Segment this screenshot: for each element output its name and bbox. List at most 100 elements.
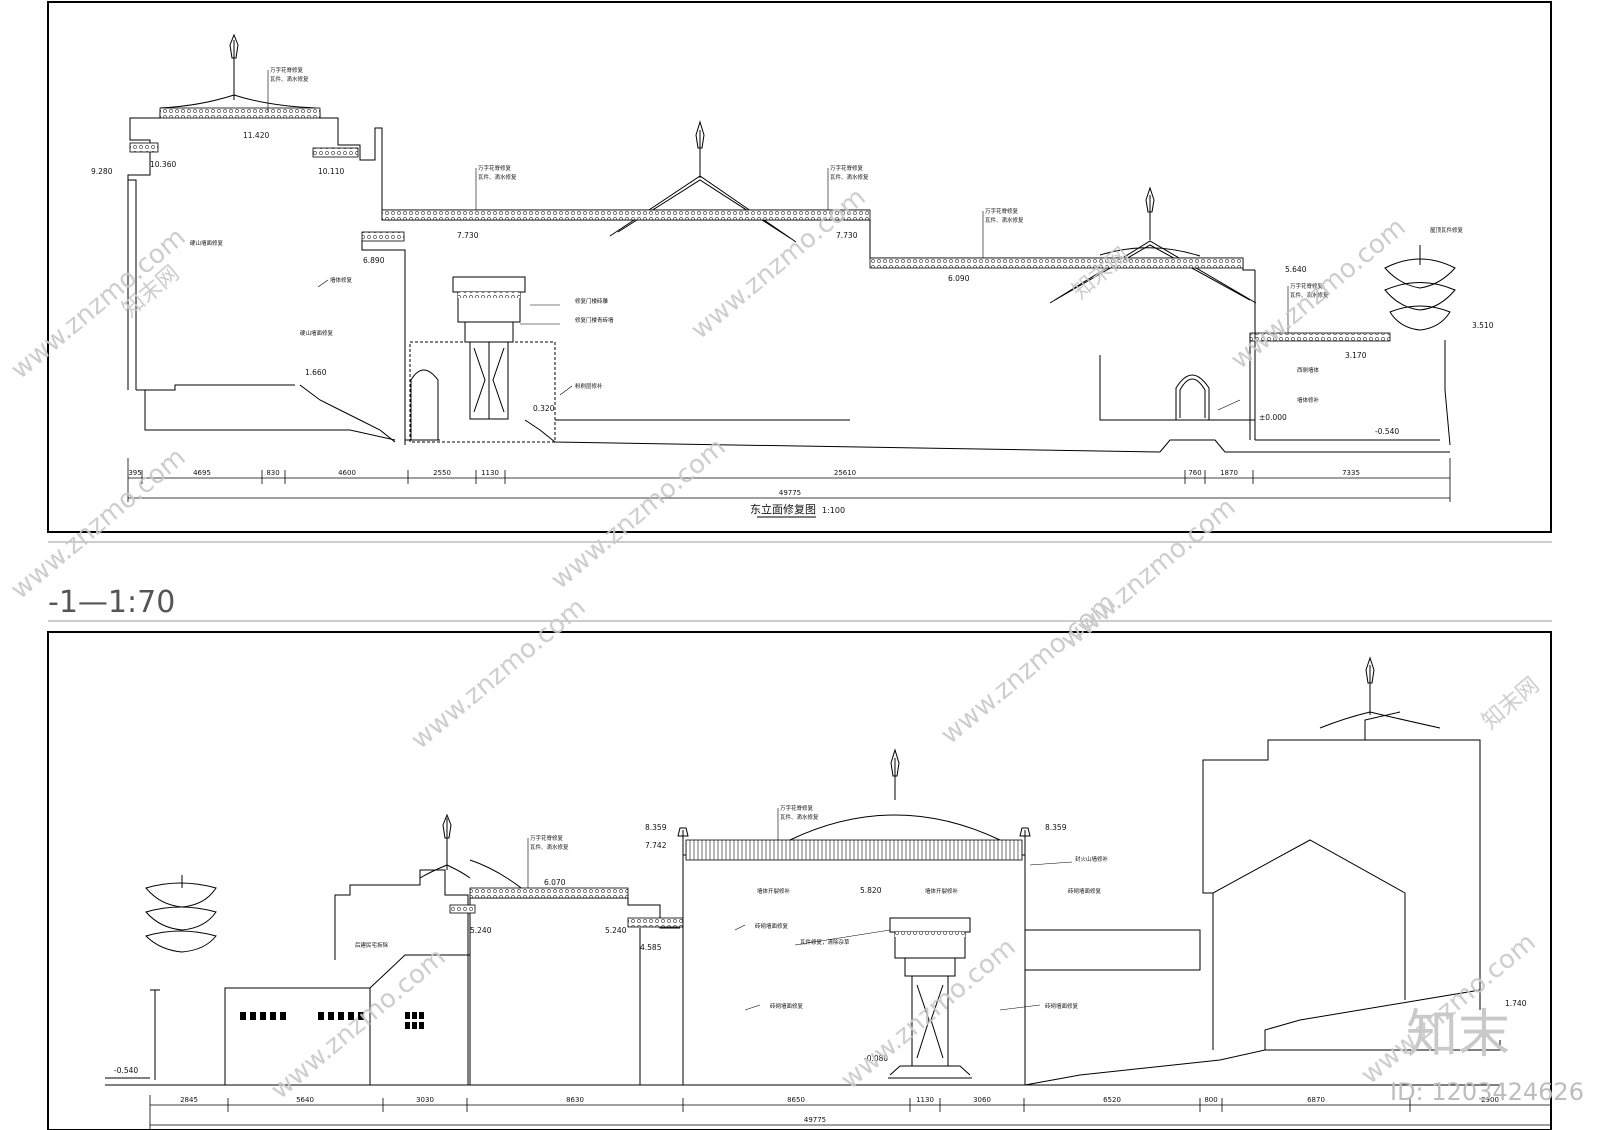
- bot-dim-10: 2900: [1481, 1096, 1499, 1104]
- bot-note-11: 瓦件修复，清除杂草: [800, 938, 850, 946]
- bot-elev-9: -0.080: [864, 1054, 888, 1063]
- bot-note-1a: 万字花脊修复: [530, 834, 564, 842]
- top-dim-5: 1130: [481, 469, 499, 477]
- bottom-mid-tiles: [469, 887, 629, 899]
- bottom-left-buildings: [224, 813, 471, 1085]
- top-dim-2: 830: [266, 469, 279, 477]
- watermark-1: www.znzmo.com: [5, 222, 191, 385]
- bot-note-4: 墙体开裂修补: [925, 887, 959, 895]
- top-ground: [136, 384, 1450, 453]
- top-elevation: 395 4695 830 4600 2550 1130 25610 760 18…: [47, 1, 1552, 533]
- bot-note-7: 砖砌墙面修复: [1068, 887, 1102, 895]
- top-note-9: 硬山墙面修复: [300, 329, 334, 337]
- top-dim-4: 2550: [433, 469, 451, 477]
- top-note-1: 万字花脊修复: [270, 66, 304, 74]
- top-scale: 1:100: [822, 506, 845, 515]
- bot-elev-10: -0.540: [114, 1066, 138, 1075]
- bottom-windows: [240, 1012, 424, 1029]
- top-frame: [47, 1, 1552, 533]
- top-dim-3: 4600: [338, 469, 356, 477]
- mid-wall-tiles: [869, 257, 1244, 269]
- top-elev-11: 1.660: [305, 368, 327, 377]
- bot-note-5: 砖砌墙面修复: [755, 922, 789, 930]
- top-dim-0: 395: [128, 469, 141, 477]
- top-note-8: 墙体修复: [330, 276, 353, 284]
- bot-dim-5: 1130: [916, 1096, 934, 1104]
- bot-note-6: 封火山墙修补: [1075, 855, 1109, 863]
- top-leaders: [267, 70, 1289, 411]
- watermark-10: www.znzmo.com: [835, 932, 1021, 1095]
- bot-elev-8: 1.740: [1505, 999, 1527, 1008]
- bottom-pagoda: [145, 875, 217, 1080]
- top-dim-total: 49775: [779, 489, 801, 497]
- bot-elev-4: 5.820: [860, 886, 882, 895]
- bot-dim-4: 8650: [787, 1096, 805, 1104]
- bot-dim-0: 2845: [180, 1096, 198, 1104]
- bot-elev-5: 5.240: [470, 926, 492, 935]
- bot-note-2a: 万字花脊修复: [780, 804, 814, 812]
- bot-dim-1: 5640: [296, 1096, 314, 1104]
- watermark-layer: www.znzmo.com www.znzmo.com www.znzmo.co…: [5, 182, 1544, 1105]
- bot-dim-2: 3030: [416, 1096, 434, 1104]
- top-note-10: 修复门楼砖雕: [575, 297, 609, 305]
- bot-note-2b: 瓦件、滴水修复: [780, 813, 819, 821]
- bottom-mid-tiles-3: [449, 904, 476, 914]
- top-elev-2: 10.110: [318, 167, 344, 176]
- top-dim-9: 7335: [1342, 469, 1360, 477]
- bottom-gate-tiles: [895, 932, 965, 937]
- top-gate: [409, 276, 556, 443]
- top-elev-14: -0.540: [1375, 427, 1399, 436]
- top-elev-4: 7.730: [457, 231, 479, 240]
- left-roof-tiles: [159, 107, 321, 119]
- top-elev-12: 0.320: [533, 404, 555, 413]
- watermark-5: www.znzmo.com: [545, 432, 731, 595]
- long-wall-tiles: [381, 209, 871, 221]
- top-note-2: 瓦件、滴水修复: [270, 75, 309, 83]
- gate-tiles: [458, 292, 520, 298]
- left-eave-tiles-2: [312, 147, 359, 158]
- watermark-2: www.znzmo.com: [685, 182, 871, 345]
- top-note-5a: 万字花脊修复: [985, 207, 1019, 215]
- watermark-brand-2: 知末网: [1068, 243, 1135, 305]
- top-elev-0: 11.420: [243, 131, 269, 140]
- top-note-4b: 瓦件、滴水修复: [830, 173, 869, 181]
- top-elev-10: 3.170: [1345, 351, 1367, 360]
- watermark-7: www.znzmo.com: [405, 592, 591, 755]
- top-elev-8: 5.640: [1285, 265, 1307, 274]
- bottom-leaders: [527, 808, 1073, 1011]
- top-note-15: 屋顶瓦件修复: [1430, 226, 1464, 234]
- bottom-main-tiles: [685, 839, 1023, 861]
- top-note-12: 粉刷层修补: [575, 382, 603, 390]
- top-elev-3: 9.280: [91, 167, 113, 176]
- bot-note-8: 后建民宅拆除: [355, 941, 389, 949]
- top-note-3b: 瓦件、滴水修复: [478, 173, 517, 181]
- top-elev-9: 3.510: [1472, 321, 1494, 330]
- watermark-8: www.znzmo.com: [935, 587, 1121, 750]
- top-dim-8: 1870: [1220, 469, 1238, 477]
- id-watermark: ID: 1203424626: [1390, 1078, 1584, 1106]
- top-elev-13: ±0.000: [1259, 413, 1287, 422]
- top-pagoda: [1384, 245, 1456, 446]
- bot-note-10: 砖砌墙面修复: [1045, 1002, 1079, 1010]
- bot-dim-8: 800: [1204, 1096, 1217, 1104]
- bot-dim-7: 6520: [1103, 1096, 1121, 1104]
- section-header: -1—1:70: [48, 585, 175, 620]
- bot-dim-3: 8630: [566, 1096, 584, 1104]
- bottom-main-block: [677, 748, 1031, 1085]
- bot-elev-1: 8.359: [1045, 823, 1067, 832]
- left-building: [127, 33, 385, 390]
- top-elev-7: 6.090: [948, 274, 970, 283]
- top-note-14: 墙体修补: [1297, 396, 1320, 404]
- bot-note-1b: 瓦件、滴水修复: [530, 843, 569, 851]
- top-dim-6: 25610: [834, 469, 856, 477]
- bot-elev-3: 6.070: [544, 878, 566, 887]
- watermark-3: www.znzmo.com: [1225, 212, 1411, 375]
- top-note-6b: 瓦件、滴水修复: [1290, 291, 1329, 299]
- top-dim-7: 760: [1188, 469, 1201, 477]
- logo-watermark: 知末: [1406, 1005, 1510, 1065]
- bot-elev-7: 4.585: [640, 943, 662, 952]
- top-note-13: 西侧墙体: [1297, 366, 1320, 374]
- top-note-11: 修复门楼青砖墙: [575, 316, 614, 324]
- top-elev-5: 7.730: [836, 231, 858, 240]
- top-title: 东立面修复图: [750, 502, 816, 516]
